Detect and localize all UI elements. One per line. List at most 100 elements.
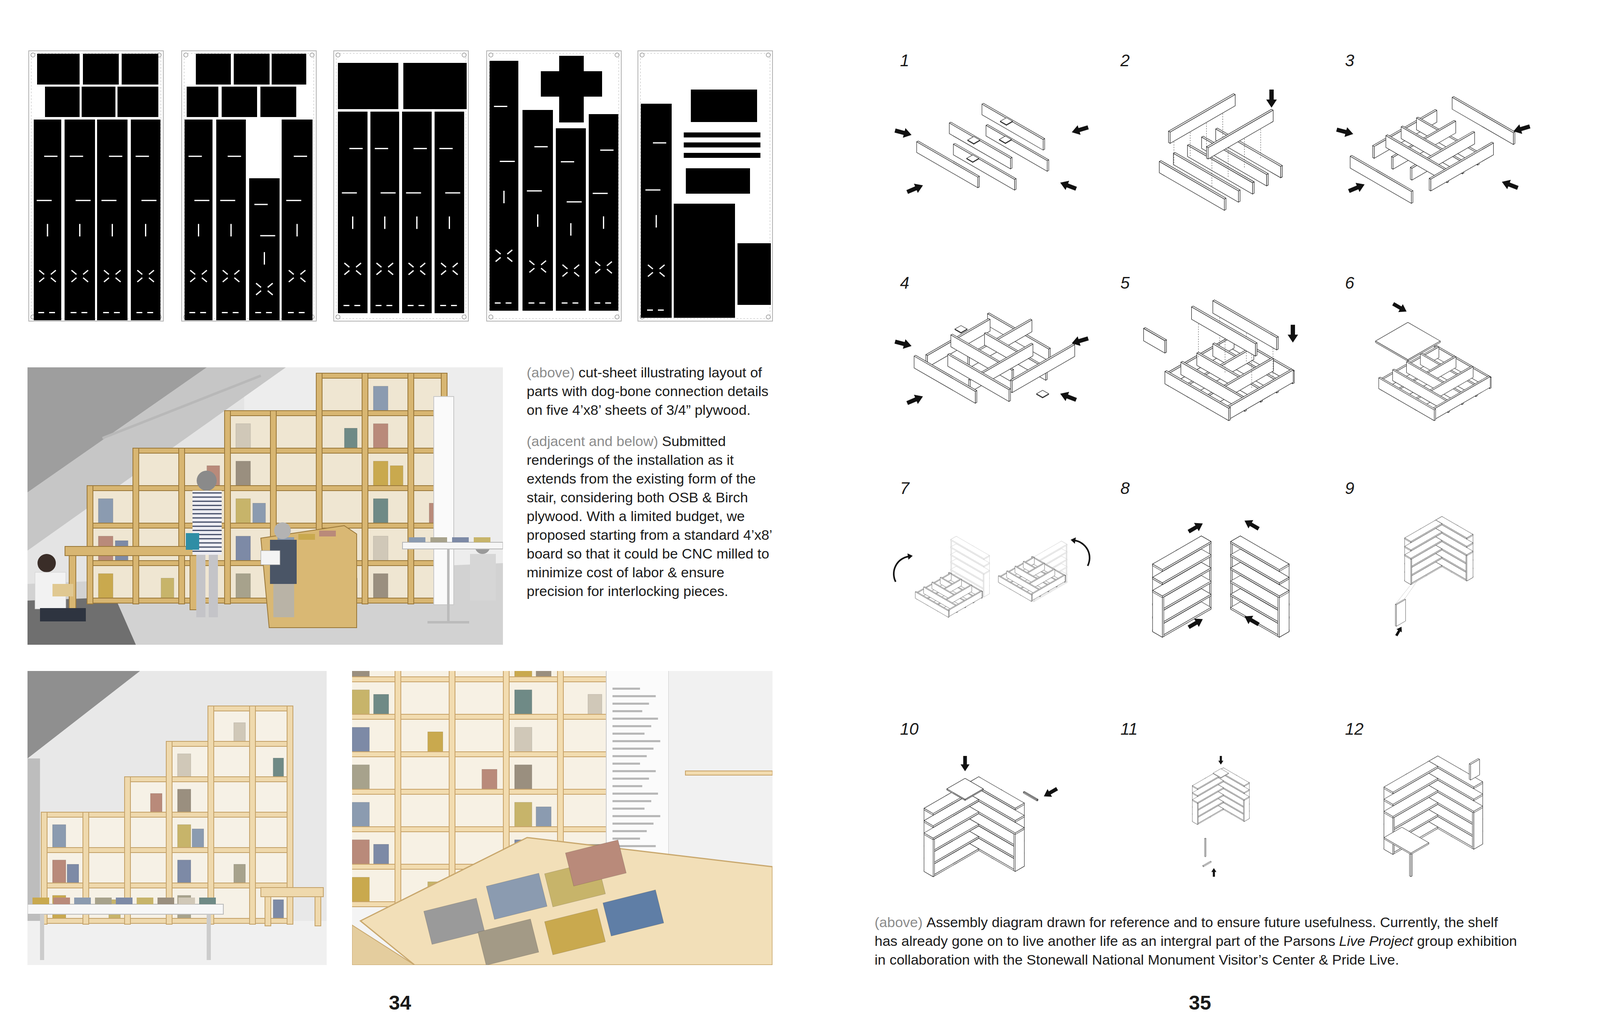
rendering-closeup xyxy=(352,864,398,870)
cut-sheet xyxy=(186,86,219,118)
rendering-birch xyxy=(27,671,327,966)
plywood-part xyxy=(924,833,934,840)
plywood-part xyxy=(983,555,990,560)
plywood-part xyxy=(1015,803,1025,810)
rendering-closeup xyxy=(373,694,389,717)
step-number: 12 xyxy=(1345,719,1379,739)
motion-arrow xyxy=(1211,868,1217,878)
plywood-part xyxy=(1207,110,1273,160)
label-holder: 35 xyxy=(1175,991,1225,1015)
cut-sheet xyxy=(103,312,110,314)
rendering-closeup xyxy=(340,639,773,966)
plywood-part xyxy=(915,572,983,618)
plywood-part xyxy=(1005,139,1012,144)
plywood-part xyxy=(1469,764,1471,781)
label-holder: 10 xyxy=(900,719,934,739)
rendering-birch xyxy=(207,706,214,925)
plywood-part xyxy=(1012,345,1075,393)
rendering-birch xyxy=(169,883,211,889)
rendering-osb xyxy=(65,546,203,556)
plywood-part xyxy=(966,158,973,163)
rendering-osb xyxy=(319,448,365,454)
cut-sheet xyxy=(659,272,665,277)
plywood-part xyxy=(946,778,1038,802)
rendering-osb xyxy=(410,373,445,379)
cut-sheet xyxy=(254,203,268,205)
rendering-osb xyxy=(196,555,206,618)
rendering-osb xyxy=(52,584,74,597)
plywood-part xyxy=(1191,307,1256,357)
rendering-birch xyxy=(85,812,128,818)
rendering-birch xyxy=(273,900,284,921)
plywood-part xyxy=(1165,371,1229,421)
cut-sheet xyxy=(288,270,294,275)
cut-sheet xyxy=(441,270,447,275)
rendering-birch xyxy=(199,897,216,905)
cut-sheet xyxy=(202,270,208,275)
cut-sheet xyxy=(655,215,658,228)
rendering-birch xyxy=(260,887,324,898)
rendering-osb xyxy=(373,573,388,600)
rendering-closeup xyxy=(514,802,533,829)
cut-sheet xyxy=(376,263,382,268)
label-holder: 8 xyxy=(1120,478,1154,498)
plywood-part xyxy=(924,777,1025,878)
cut-sheet xyxy=(615,315,620,320)
cut-sheet xyxy=(489,53,619,319)
rendering-osb xyxy=(227,523,274,529)
rendering-birch xyxy=(169,744,211,922)
motion-arrow xyxy=(1242,612,1261,629)
rendering-osb xyxy=(69,555,76,610)
rendering-closeup xyxy=(565,840,627,887)
cut-sheet xyxy=(343,305,350,307)
cut-sheet xyxy=(380,192,396,194)
step-number: 6 xyxy=(1345,273,1379,293)
motion-arrow xyxy=(1393,625,1405,638)
plywood-part xyxy=(1152,564,1163,572)
plywood-part xyxy=(946,778,984,800)
motion-arrow xyxy=(893,337,913,352)
rendering-closeup xyxy=(352,840,370,867)
plywood-part xyxy=(985,125,1048,172)
plywood-part xyxy=(1152,577,1163,585)
cut-sheet xyxy=(637,50,773,322)
cut-sheet xyxy=(255,312,262,314)
cut-sheet xyxy=(440,305,447,307)
rendering-birch xyxy=(210,741,253,747)
rendering-osb xyxy=(373,536,388,563)
cut-sheet xyxy=(75,200,91,202)
cut-sheet xyxy=(503,190,505,204)
rendering-birch xyxy=(44,883,86,889)
cut-sheet xyxy=(141,200,157,202)
cut-sheet xyxy=(183,52,188,58)
cut-sheet xyxy=(344,263,350,268)
plywood-part xyxy=(1023,792,1038,802)
assembly-step-drawing xyxy=(924,756,1060,878)
rendering-birch xyxy=(252,812,290,818)
assembly-step-drawing xyxy=(1192,756,1250,878)
rendering-birch xyxy=(27,921,327,966)
cut-sheet xyxy=(445,192,461,194)
cut-sheet xyxy=(527,190,543,192)
cut-sheet xyxy=(605,302,612,304)
step-number: 10 xyxy=(900,719,934,739)
rendering-closeup xyxy=(452,714,507,720)
rendering-osb xyxy=(224,410,231,605)
assembly-step-drawing xyxy=(1211,155,1213,188)
plywood-part xyxy=(1466,551,1473,556)
rendering-osb xyxy=(273,448,320,454)
rendering-osb xyxy=(402,542,503,550)
cut-sheet xyxy=(260,86,297,118)
cut-sheet xyxy=(271,53,307,85)
cut-sheet xyxy=(607,261,613,266)
cut-sheet xyxy=(81,86,116,118)
motion-arrow xyxy=(1287,325,1298,343)
step-number: 4 xyxy=(900,273,934,293)
plywood-part xyxy=(998,556,1066,603)
plywood-part xyxy=(1162,541,1212,572)
rendering-closeup xyxy=(352,690,370,717)
cut-sheet xyxy=(33,119,62,321)
plywood-part xyxy=(1433,376,1491,421)
cut-sheet xyxy=(202,277,208,283)
assembly-step-drawing xyxy=(1152,516,1290,638)
